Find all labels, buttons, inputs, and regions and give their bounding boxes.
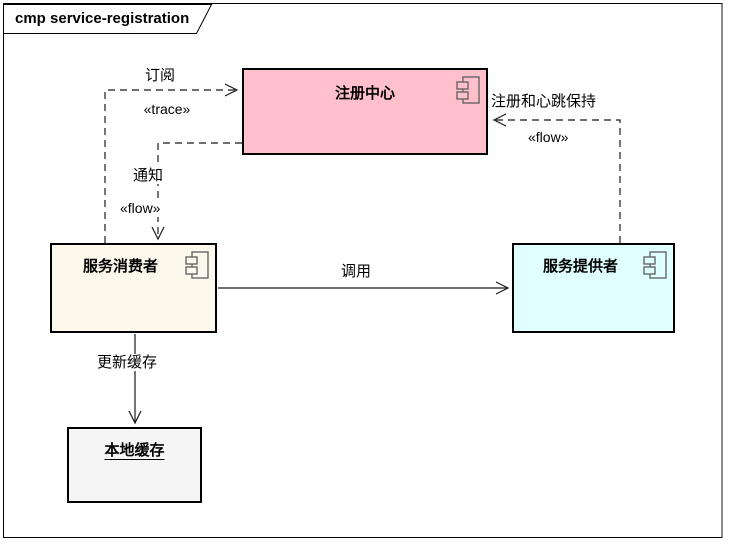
node-registry-center[interactable]: 注册中心 — [242, 68, 488, 155]
edge-update-label: 更新缓存 — [95, 354, 160, 371]
edge-call-label: 调用 — [326, 263, 386, 280]
node-local-cache[interactable]: 本地缓存 — [67, 427, 202, 503]
edge-subscribe-stereotype: «trace» — [135, 101, 199, 118]
diagram-title: cmp service-registration — [15, 10, 190, 27]
component-icon — [185, 251, 209, 279]
edge-subscribe-label: 订阅 — [128, 67, 192, 84]
component-icon — [643, 251, 667, 279]
edge-register-label: 注册和心跳保持 — [489, 93, 599, 110]
edge-register-stereotype: «flow» — [526, 129, 571, 146]
node-consumer-label: 服务消费者 — [82, 258, 158, 275]
edge-notify-label: 通知 — [131, 167, 166, 184]
component-icon — [456, 76, 480, 104]
node-provider-label: 服务提供者 — [542, 258, 618, 275]
node-service-consumer[interactable]: 服务消费者 — [50, 243, 217, 333]
node-service-provider[interactable]: 服务提供者 — [512, 243, 675, 333]
edge-notify-stereotype: «flow» — [118, 200, 163, 217]
node-registry-label: 注册中心 — [334, 85, 395, 102]
node-cache-label: 本地缓存 — [104, 442, 165, 459]
